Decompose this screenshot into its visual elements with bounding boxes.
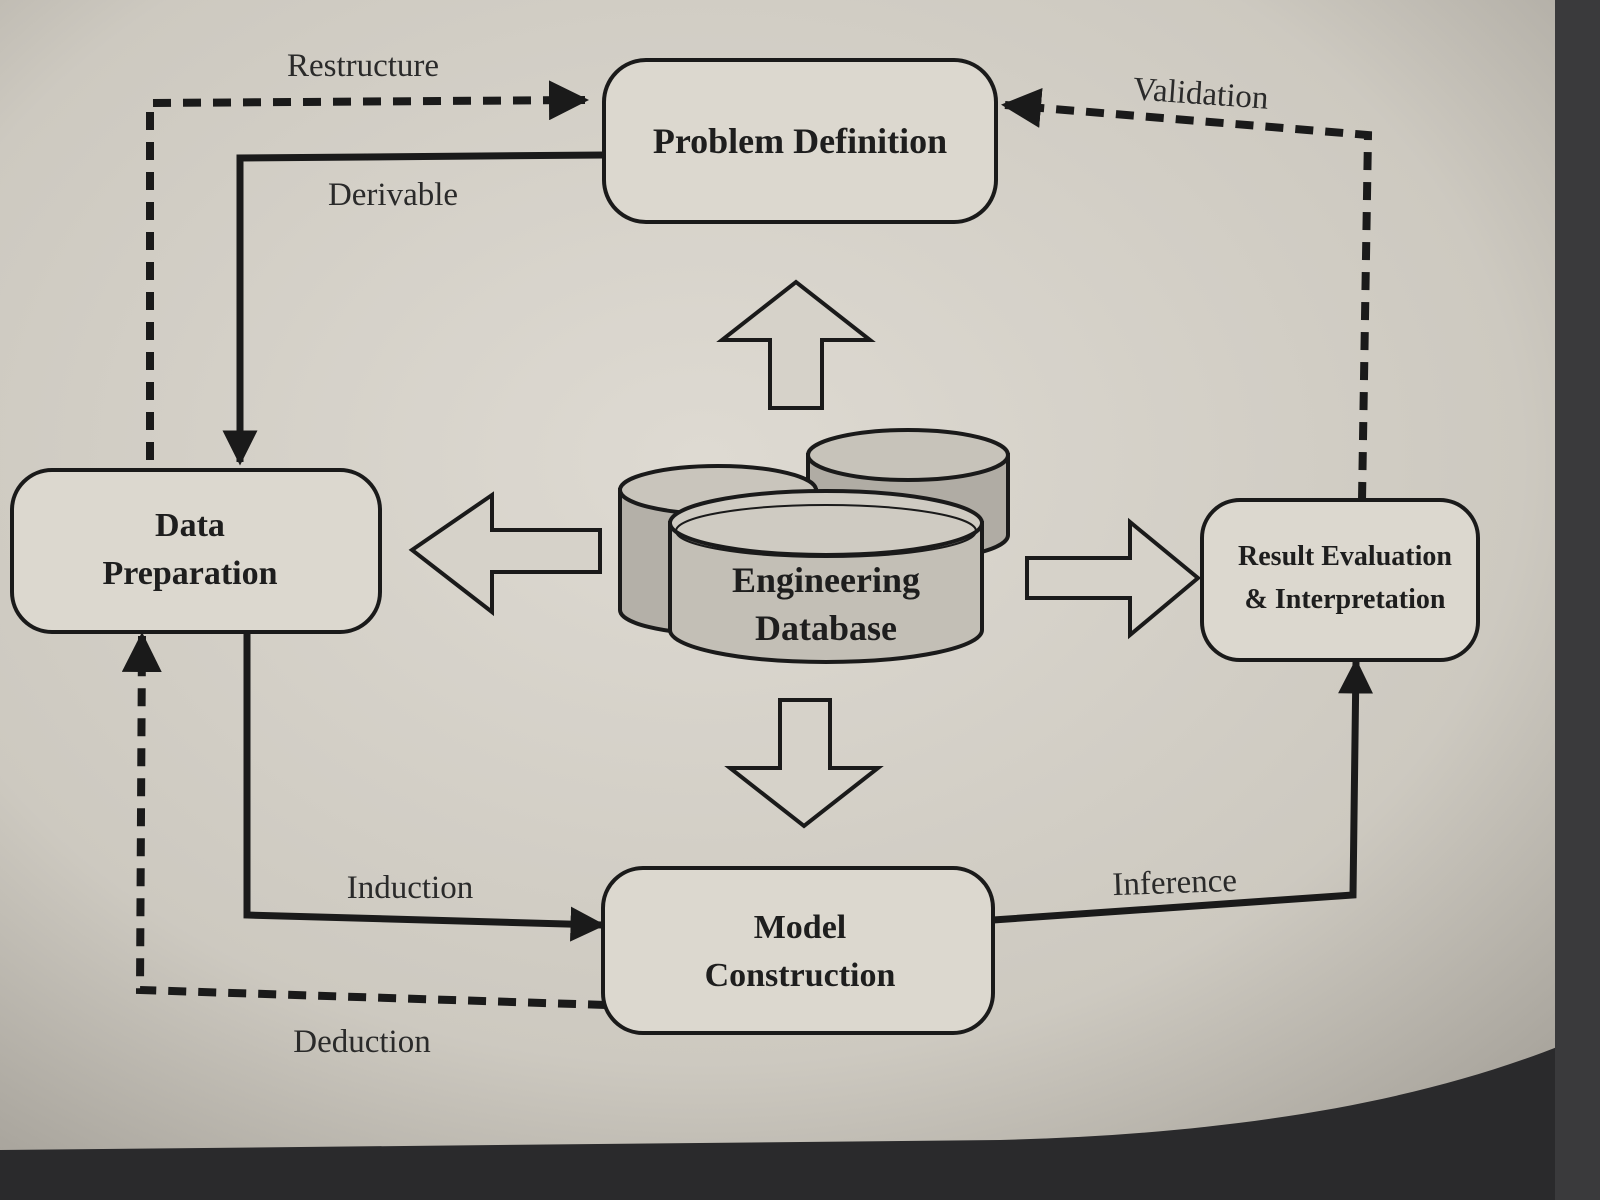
- result-evaluation-label-line2: & Interpretation: [1245, 584, 1446, 615]
- edge-label-derivable: Derivable: [328, 177, 458, 213]
- edge-label-induction: Induction: [347, 870, 473, 906]
- result-evaluation-box: [1200, 498, 1480, 662]
- model-construction-label-line2: Construction: [705, 957, 896, 994]
- model-construction-box: [601, 866, 995, 1035]
- block-arrow-down: [724, 698, 884, 829]
- problem-definition-label: Problem Definition: [653, 121, 947, 161]
- edge-restructure: [146, 80, 589, 460]
- edge-induction: [243, 632, 606, 942]
- data-preparation-label-line2: Preparation: [102, 555, 277, 592]
- edge-validation: [1001, 88, 1373, 501]
- data-preparation-box: [10, 468, 382, 634]
- edge-derivable: [222, 151, 605, 466]
- result-evaluation-label-line1: Result Evaluation: [1238, 541, 1452, 572]
- page-edge-shadow: [1555, 0, 1600, 1200]
- problem-definition-box: [602, 58, 998, 224]
- edge-label-inference: Inference: [1112, 863, 1238, 903]
- block-arrow-right: [1025, 517, 1202, 640]
- edge-label-restructure: Restructure: [287, 48, 439, 84]
- edge-deduction: [121, 632, 607, 1009]
- edge-label-deduction: Deduction: [293, 1024, 430, 1060]
- database-icon: [618, 428, 1010, 664]
- database-label-line1: Engineering: [732, 560, 920, 600]
- edge-inference: [992, 658, 1374, 924]
- database-label-line2: Database: [755, 608, 897, 648]
- block-arrow-left: [408, 491, 602, 617]
- data-preparation-label-line1: Data: [155, 507, 225, 544]
- block-arrow-up: [716, 279, 876, 410]
- model-construction-label-line1: Model: [754, 909, 847, 946]
